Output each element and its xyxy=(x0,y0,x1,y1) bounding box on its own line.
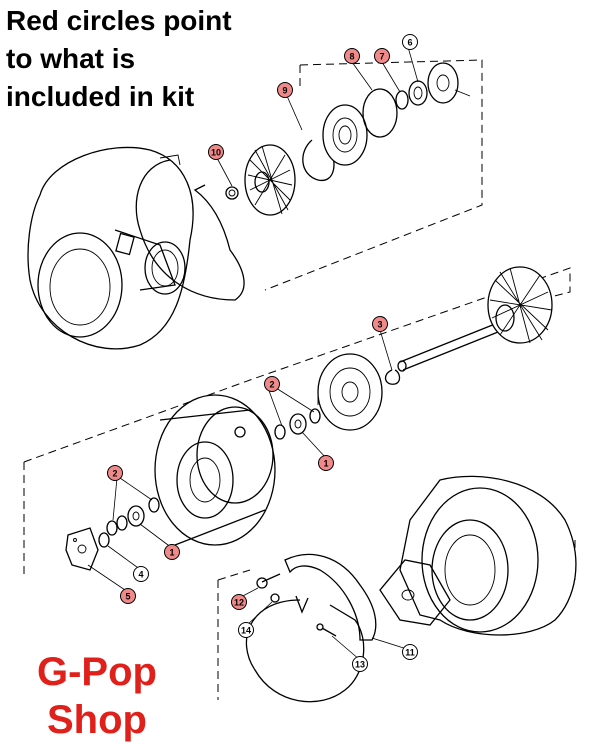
seal-disk xyxy=(317,353,383,431)
callout-4: 4 xyxy=(133,566,149,582)
callout-number: 2 xyxy=(112,469,117,479)
callout-circle xyxy=(231,594,247,610)
callout-3-included: 3 xyxy=(372,316,388,332)
callout-7-included: 7 xyxy=(374,48,390,64)
callout-number: 9 xyxy=(282,86,287,96)
callout-number: 13 xyxy=(355,660,365,670)
callout-2-included: 2 xyxy=(264,376,280,392)
callout-circle xyxy=(352,656,368,672)
callout-number: 4 xyxy=(138,570,143,580)
callout-1-included: 1 xyxy=(164,544,180,560)
callout-12-included: 12 xyxy=(231,594,247,610)
callout-circle xyxy=(133,566,149,582)
callout-number: 7 xyxy=(379,52,384,62)
callout-circle xyxy=(208,144,224,160)
kit-note-heading: Red circles point to what is included in… xyxy=(6,2,296,116)
callout-8-included: 8 xyxy=(344,48,360,64)
callout-number: 8 xyxy=(349,52,354,62)
callout-number: 3 xyxy=(377,320,382,330)
callout-circle xyxy=(318,455,334,471)
callout-leaders xyxy=(87,46,419,661)
callout-13: 13 xyxy=(352,656,368,672)
callout-circle xyxy=(277,82,293,98)
turbine-housing xyxy=(379,475,577,636)
callout-number: 1 xyxy=(169,548,174,558)
assembly-boundaries xyxy=(23,59,576,700)
callout-circle xyxy=(264,376,280,392)
callout-number: 1 xyxy=(323,459,328,469)
lower-journal-bearing-set xyxy=(106,497,160,536)
compressor-nut xyxy=(225,186,239,200)
compressor-wheel xyxy=(244,144,296,216)
turbine-shaft-wheel xyxy=(397,266,553,372)
callout-number: 5 xyxy=(125,592,130,602)
callout-circle xyxy=(372,316,388,332)
fasteners xyxy=(256,573,337,637)
callout-9-included: 9 xyxy=(277,82,293,98)
callout-circle xyxy=(402,644,418,660)
center-group-boundary xyxy=(23,267,571,578)
callout-number: 10 xyxy=(211,148,221,158)
compressor-backplate xyxy=(322,104,368,166)
callout-6: 6 xyxy=(402,34,418,50)
callout-1-included: 1 xyxy=(318,455,334,471)
kit-note-line-2: to what is xyxy=(6,43,136,74)
callout-number: 2 xyxy=(269,380,274,390)
kit-note-line-3: included in kit xyxy=(6,81,195,112)
turbine-vband-clamp xyxy=(245,599,365,703)
callout-circle xyxy=(107,465,123,481)
compressor-group-boundary xyxy=(264,59,483,291)
callout-5-included: 5 xyxy=(120,588,136,604)
seal-parts xyxy=(395,80,428,110)
brand-line-2: Shop xyxy=(47,698,147,742)
compressor-vband-clamp xyxy=(135,159,245,301)
kit-note-line-1: Red circles point xyxy=(6,5,232,36)
callout-number: 12 xyxy=(234,598,244,608)
compressor-housing xyxy=(27,146,194,350)
turbine-shroud-plate xyxy=(284,553,377,641)
callout-number: 6 xyxy=(407,38,412,48)
brand-line-1: G-Pop xyxy=(37,650,157,694)
o-ring xyxy=(362,88,398,138)
thrust-bearing xyxy=(65,527,110,571)
callout-circle xyxy=(120,588,136,604)
callout-circle xyxy=(238,622,254,638)
shaft-snap-ring xyxy=(384,369,401,385)
callout-14: 14 xyxy=(238,622,254,638)
upper-journal-bearing-set xyxy=(274,408,321,440)
callout-circle xyxy=(402,34,418,50)
callout-circle xyxy=(374,48,390,64)
callout-2-included: 2 xyxy=(107,465,123,481)
callout-circle xyxy=(164,544,180,560)
thrust-washer xyxy=(427,62,471,104)
shop-brand: G-Pop Shop xyxy=(22,648,172,744)
callout-number: 14 xyxy=(241,626,251,636)
callout-circle xyxy=(344,48,360,64)
callout-number: 11 xyxy=(405,648,415,658)
callout-10-included: 10 xyxy=(208,144,224,160)
callout-11: 11 xyxy=(402,644,418,660)
center-bearing-housing xyxy=(154,394,276,546)
